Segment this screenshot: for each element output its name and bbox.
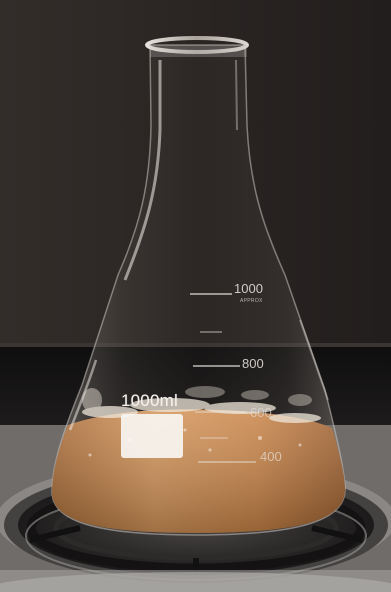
graduation-approx: APPROX bbox=[240, 298, 263, 304]
graduation-1000: 1000 bbox=[234, 281, 263, 296]
flask-marking-patch bbox=[121, 414, 183, 458]
graduation-marks bbox=[190, 293, 256, 463]
foam bbox=[82, 386, 321, 423]
flask-capacity-label: 1000ml bbox=[121, 391, 178, 410]
flask-rim bbox=[145, 36, 249, 54]
erlenmeyer-flask bbox=[51, 36, 346, 536]
graduation-600: 600 bbox=[250, 405, 272, 420]
graduation-800: 800 bbox=[242, 356, 264, 371]
graduation-400: 400 bbox=[260, 449, 282, 464]
